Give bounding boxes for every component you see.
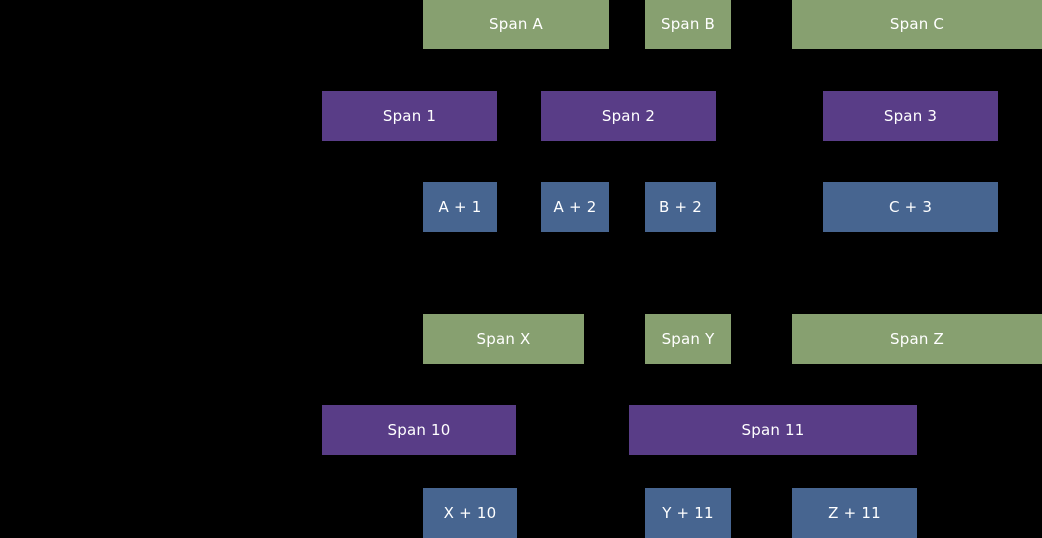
span-bar-label: Span 11 [741,420,805,439]
span-bar[interactable]: X + 10 [423,488,517,538]
span-bar-label: Span Z [890,329,944,348]
span-bar[interactable]: Span 10 [322,405,516,455]
span-bar[interactable]: Z + 11 [792,488,917,538]
span-bar-label: Z + 11 [828,503,881,522]
span-bar-label: Span X [476,329,531,348]
span-bar[interactable]: Span X [423,314,584,364]
span-bar-label: X + 10 [443,503,497,522]
span-bar[interactable]: Span Z [792,314,1042,364]
span-bar[interactable]: Span 11 [629,405,917,455]
span-bar-label: Y + 11 [662,503,714,522]
span-bar[interactable]: Y + 11 [645,488,731,538]
span-bar-label: Span Y [661,329,715,348]
span-bar[interactable]: Span Y [645,314,731,364]
span-bar-label: Span 10 [387,420,451,439]
